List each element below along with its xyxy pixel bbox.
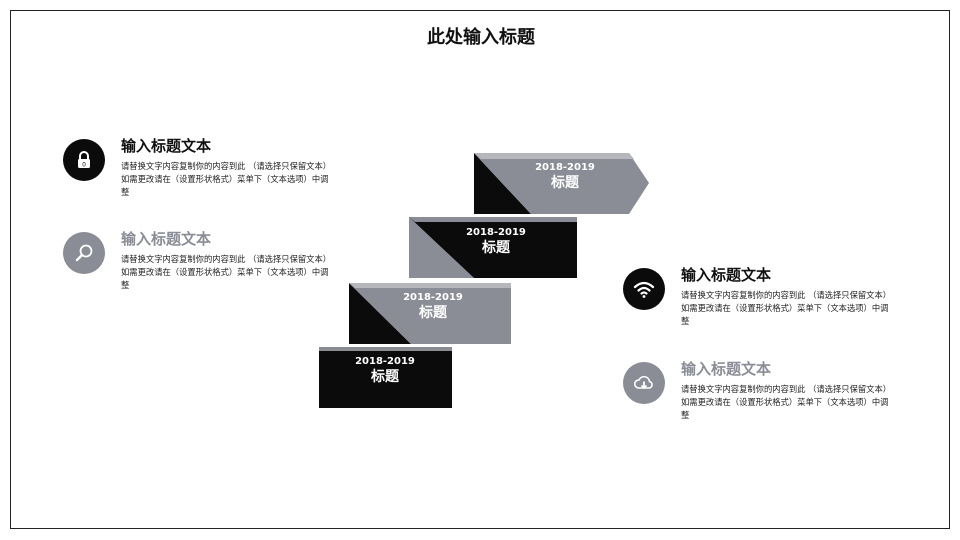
item-body: 请替换文字内容复制你的内容到此 （请选择只保留文本）如需更改请在（设置形状格式）… — [681, 384, 892, 420]
page-title: 此处输入标题 — [427, 27, 535, 48]
cloud-download-icon — [623, 362, 665, 404]
info-item-2: 输入标题文本 请替换文字内容复制你的内容到此 （请选择只保留文本）如需更改请在（… — [63, 230, 353, 312]
step-year: 2018-2019 — [403, 292, 463, 303]
step-title: 标题 — [482, 240, 510, 256]
step-year: 2018-2019 — [355, 356, 415, 367]
info-item-3: 输入标题文本 请替换文字内容复制你的内容到此 （请选择只保留文本）如需更改请在（… — [623, 266, 913, 348]
step-year: 2018-2019 — [466, 227, 526, 238]
item-body: 请替换文字内容复制你的内容到此 （请选择只保留文本）如需更改请在（设置形状格式）… — [121, 254, 332, 290]
item-heading: 输入标题文本 — [681, 360, 772, 378]
item-heading: 输入标题文本 — [121, 230, 212, 248]
lock-icon: 0 — [63, 139, 105, 181]
svg-text:0: 0 — [82, 162, 86, 169]
item-heading: 输入标题文本 — [681, 266, 772, 284]
info-item-1: 0 输入标题文本 请替换文字内容复制你的内容到此 （请选择只保留文本）如需更改请… — [63, 137, 353, 219]
magnifier-icon — [63, 232, 105, 274]
item-heading: 输入标题文本 — [121, 137, 212, 155]
wifi-icon — [623, 268, 665, 310]
step-1-label: 2018-2019 标题 — [320, 355, 450, 386]
item-body: 请替换文字内容复制你的内容到此 （请选择只保留文本）如需更改请在（设置形状格式）… — [681, 290, 892, 326]
slide: 此处输入标题 2018-2019 标题 2018-201 — [10, 10, 950, 529]
step-year: 2018-2019 — [535, 162, 595, 173]
step-2-label: 2018-2019 标题 — [368, 291, 498, 322]
step-title: 标题 — [419, 305, 447, 321]
step-3-label: 2018-2019 标题 — [431, 226, 561, 257]
step-title: 标题 — [551, 175, 579, 191]
step-title: 标题 — [371, 369, 399, 385]
item-body: 请替换文字内容复制你的内容到此 （请选择只保留文本）如需更改请在（设置形状格式）… — [121, 161, 332, 197]
step-4-label: 2018-2019 标题 — [500, 161, 630, 192]
info-item-4: 输入标题文本 请替换文字内容复制你的内容到此 （请选择只保留文本）如需更改请在（… — [623, 360, 913, 442]
